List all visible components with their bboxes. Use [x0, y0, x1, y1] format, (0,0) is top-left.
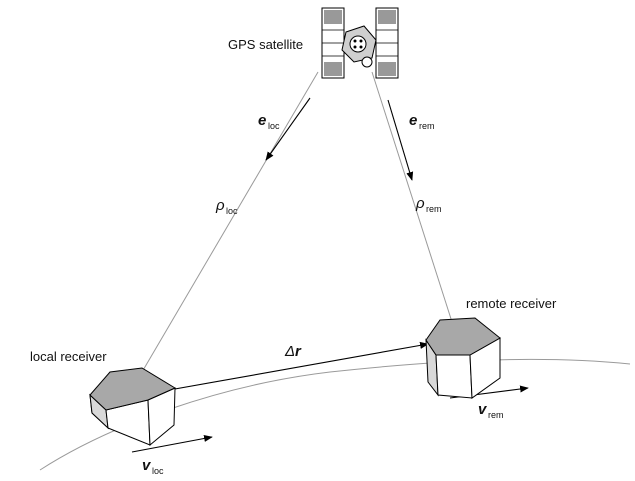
svg-text:e: e — [409, 112, 417, 129]
rho-loc-symbol: ρ loc — [215, 197, 238, 216]
v-rem-symbol: v rem — [478, 401, 504, 420]
e-rem-symbol: e rem — [409, 112, 435, 131]
e-loc-symbol: e loc — [258, 112, 280, 131]
satellite-label: GPS satellite — [228, 37, 303, 52]
rho-rem-symbol: ρ rem — [415, 195, 442, 214]
svg-text:loc: loc — [152, 466, 164, 476]
v-loc-arrow — [131, 434, 213, 453]
svg-text:Δ: Δ — [284, 343, 295, 360]
svg-text:rem: rem — [426, 204, 442, 214]
svg-text:rem: rem — [488, 410, 504, 420]
e-loc-arrow — [265, 97, 311, 161]
svg-text:ρ: ρ — [415, 195, 425, 212]
v-loc-symbol: v loc — [142, 457, 164, 476]
svg-text:loc: loc — [226, 206, 238, 216]
line-of-sight-local — [141, 71, 319, 373]
svg-text:e: e — [258, 112, 266, 129]
delta-r-arrow — [157, 341, 429, 393]
svg-text:v: v — [478, 401, 488, 418]
remote-receiver-icon — [425, 317, 501, 399]
svg-text:rem: rem — [419, 121, 435, 131]
local-receiver-icon — [89, 367, 177, 447]
e-rem-arrow — [387, 99, 414, 181]
svg-text:r: r — [295, 343, 302, 360]
gps-satellite-icon — [321, 7, 399, 79]
line-of-sight-remote — [371, 71, 453, 323]
svg-text:ρ: ρ — [215, 197, 225, 214]
svg-text:v: v — [142, 457, 152, 474]
svg-text:loc: loc — [268, 121, 280, 131]
local-receiver-label: local receiver — [30, 349, 107, 364]
delta-r-symbol: Δ r — [284, 343, 302, 360]
remote-receiver-label: remote receiver — [466, 296, 557, 311]
